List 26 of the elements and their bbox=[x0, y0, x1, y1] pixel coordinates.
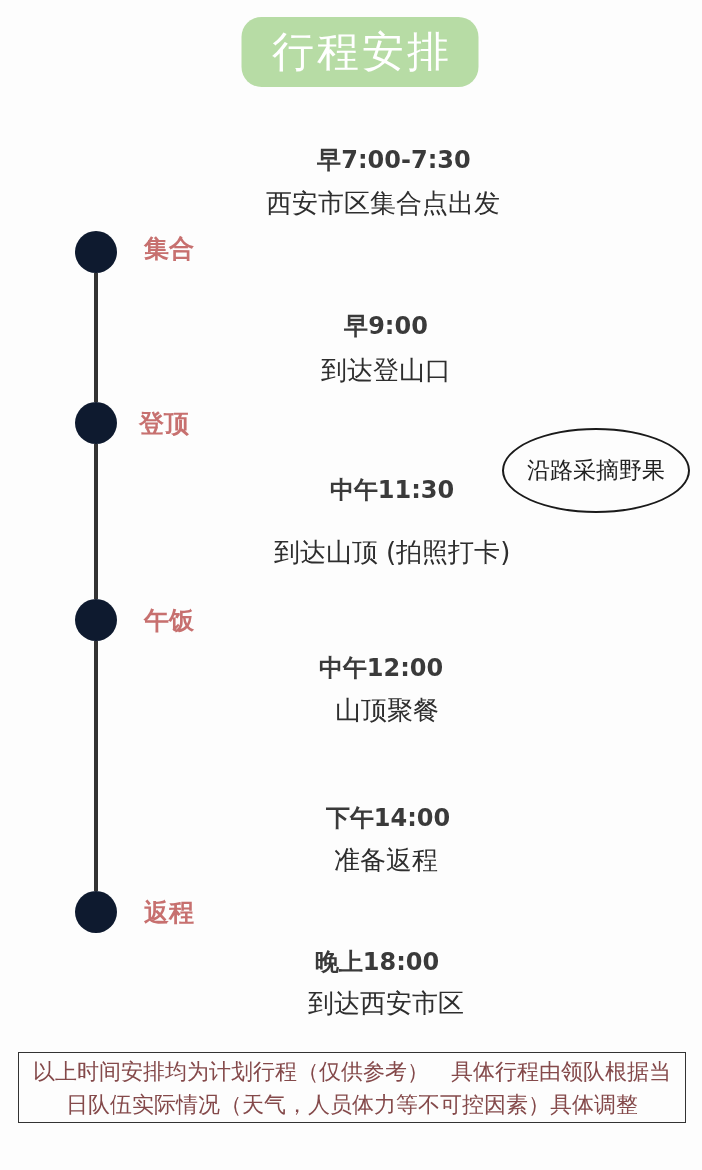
activity-label: 山顶聚餐 bbox=[335, 693, 439, 727]
activity-label: 准备返程 bbox=[334, 843, 438, 877]
timeline-line bbox=[94, 444, 98, 599]
time-label: 晚上18:00 bbox=[314, 947, 440, 978]
note-ellipse: 沿路采摘野果 bbox=[502, 427, 690, 513]
activity-label: 到达登山口 bbox=[321, 353, 451, 387]
stage-label: 返程 bbox=[144, 896, 194, 929]
time-label: 中午12:00 bbox=[318, 653, 444, 684]
timeline-line bbox=[94, 273, 98, 402]
timeline-dot bbox=[75, 402, 117, 444]
stage-label: 集合 bbox=[144, 232, 194, 265]
time-label: 中午11:30 bbox=[329, 475, 455, 506]
timeline-dot bbox=[75, 231, 117, 273]
timeline-dot bbox=[75, 599, 117, 641]
stage-label: 登顶 bbox=[139, 407, 189, 440]
activity-label: 西安市区集合点出发 bbox=[266, 186, 500, 220]
activity-label: 到达西安市区 bbox=[308, 986, 464, 1020]
timeline-line bbox=[94, 641, 98, 891]
activity-label: 到达山顶 (拍照打卡) bbox=[273, 535, 511, 569]
stage-label: 午饭 bbox=[144, 604, 194, 637]
time-label: 早7:00-7:30 bbox=[317, 145, 471, 176]
timeline-dot bbox=[75, 891, 117, 933]
disclaimer-box: 以上时间安排均为计划行程（仅供参考） 具体行程由领队根据当日队伍实际情况（天气，人员体力等不可控因素）具体调整 bbox=[18, 1051, 686, 1123]
title-badge: 行程安排 bbox=[241, 17, 479, 87]
time-label: 下午14:00 bbox=[325, 803, 451, 834]
time-label: 早9:00 bbox=[344, 311, 428, 342]
